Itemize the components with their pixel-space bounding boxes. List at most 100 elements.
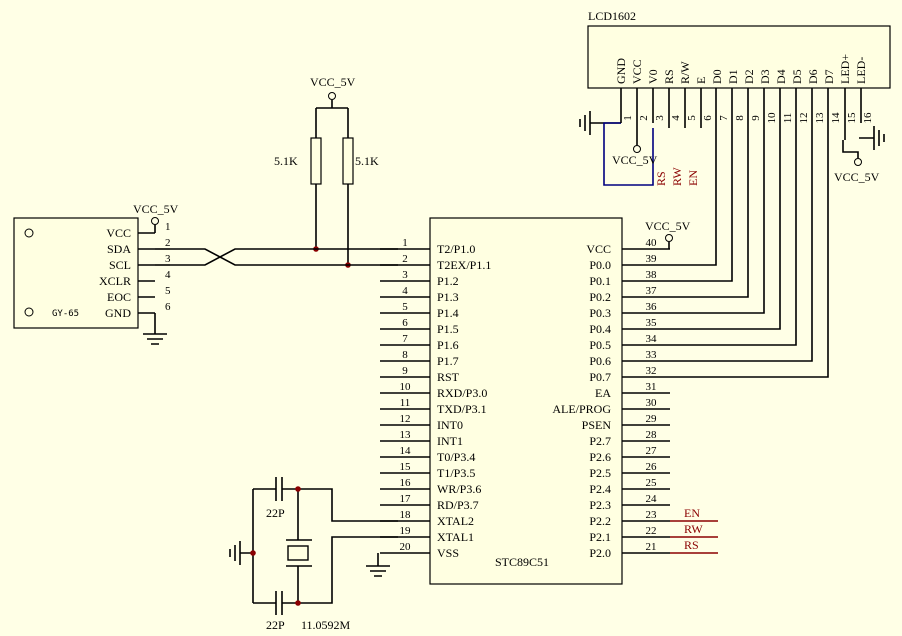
sensor-mount-hole-bottom: [24, 307, 34, 317]
lcd-pin-number: 4: [670, 115, 682, 121]
mcu-pin-number-left: 8: [402, 349, 408, 361]
sensor-pin-number: 2: [165, 237, 171, 249]
mcu-pin-label-left: WR/P3.6: [437, 482, 481, 496]
schematic-static: STC89C51 LCD1602 GY-65 VCC_5V 5.1K 5.1K …: [13, 9, 891, 632]
sensor-pin-label: VCC: [106, 226, 131, 240]
mcu-pin-label-left: XTAL2: [437, 514, 474, 528]
mcu-pin-number-left: 13: [400, 429, 412, 441]
mcu-pin-label-left: T2/P1.0: [437, 242, 475, 256]
wire-sda-cross: [170, 248, 398, 266]
capacitor-bottom: [253, 591, 298, 615]
mcu-pin-number-right: 30: [646, 397, 658, 409]
mcu-pin-number-left: 3: [402, 269, 408, 281]
mcu-pin-number-left: 5: [402, 301, 408, 313]
lcd-v0-tie: [603, 122, 654, 186]
mcu-pin-number-right: 37: [646, 285, 658, 297]
lcd-pin-label: VCC: [630, 59, 644, 84]
lcd-pin-number: 13: [814, 112, 826, 124]
ground-symbol-mcu: [366, 553, 390, 577]
bus-d7: [670, 88, 829, 378]
mcu-pin-label-right: P0.5: [589, 338, 611, 352]
mcu-pin-number-right: 36: [646, 301, 658, 313]
mcu-name: STC89C51: [495, 555, 549, 569]
sensor-pin-label: SCL: [109, 258, 131, 272]
mcu-pin-number-right: 40: [646, 237, 658, 249]
mcu-pin-number-right: 34: [646, 333, 658, 345]
mcu-pin-label-left: T2EX/P1.1: [437, 258, 491, 272]
lcd-pin-label: R/W: [678, 61, 692, 84]
wire-scl-cross: [170, 248, 398, 266]
mcu-pin-number-left: 2: [402, 253, 408, 265]
bus-d4: [670, 88, 781, 330]
lcd-pin-label: LED-: [854, 57, 868, 84]
mcu-pin-label-right: P0.3: [589, 306, 611, 320]
lcd-pin-number: 11: [782, 113, 794, 124]
lcd-pin-number: 14: [830, 112, 842, 124]
vcc-label-backlight: VCC_5V: [834, 170, 880, 184]
mcu-pin-number-right: 35: [646, 317, 658, 329]
mcu-pin-label-right: P0.7: [589, 370, 611, 384]
mcu-pin-number-left: 7: [402, 333, 408, 345]
port2-net-stubs: [670, 520, 718, 554]
mcu-pin-label-right: PSEN: [582, 418, 612, 432]
port2-net-label: RW: [684, 522, 703, 536]
lcd-pin-label: D5: [790, 69, 804, 84]
mcu-pin-label-left: P1.7: [437, 354, 459, 368]
lcd-pin-number: 8: [734, 115, 746, 121]
wire-xtal2: [298, 488, 398, 522]
mcu-pin-number-left: 20: [400, 541, 412, 553]
mcu-pin-label-left: INT0: [437, 418, 463, 432]
bus-d3: [670, 88, 765, 314]
capacitor-top: [253, 477, 298, 501]
mcu-pin-number-left: 4: [402, 285, 408, 297]
mcu-pin-label-left: P1.6: [437, 338, 459, 352]
mcu-pin-number-right: 29: [646, 413, 658, 425]
crystal-leads: [286, 489, 312, 603]
sensor-pin-label: SDA: [107, 242, 131, 256]
lcd-pin-label: D6: [806, 69, 820, 84]
vcc-terminal-pullup: [328, 92, 336, 100]
crystal-frequency: 11.0592M: [301, 618, 351, 632]
mcu-pin-label-left: P1.2: [437, 274, 459, 288]
mcu-pin-label-right: P2.7: [589, 434, 611, 448]
lcd-pin-label: D1: [726, 69, 740, 84]
mcu-pin-label-left: T1/P3.5: [437, 466, 475, 480]
mcu-pin-label-right: P0.6: [589, 354, 611, 368]
sensor-pin-label: GND: [105, 306, 131, 320]
lcd-pin-label: D4: [774, 69, 788, 84]
lcd-body: [587, 25, 891, 89]
mcu-pin-number-right: 28: [646, 429, 658, 441]
sensor-pin-number: 6: [165, 301, 171, 313]
mcu-pin-number-right: 38: [646, 269, 658, 281]
vcc-terminal-mcu: [665, 234, 673, 242]
sensor-pin-number: 3: [165, 253, 171, 265]
mcu-pin-number-right: 21: [646, 541, 657, 553]
mcu-pin-number-left: 10: [400, 381, 412, 393]
sensor-body: [13, 217, 139, 329]
sensor-pin-number: 1: [165, 221, 171, 233]
mcu-pin-label-right: P0.2: [589, 290, 611, 304]
mcu-pin-number-right: 25: [646, 477, 658, 489]
mcu-pin-label-right: VCC: [586, 242, 611, 256]
lcd-pin-number: 16: [862, 112, 874, 124]
mcu-pin-number-right: 24: [646, 493, 658, 505]
vcc-terminal-sensor: [151, 217, 159, 225]
sensor-model: GY-65: [52, 309, 79, 319]
pullup-wires: [315, 100, 349, 265]
vcc-label-lcd: VCC_5V: [612, 153, 658, 167]
mcu-pin-number-left: 1: [402, 237, 408, 249]
mcu-pin-label-left: RD/P3.7: [437, 498, 479, 512]
ground-symbol-backlight: [859, 126, 885, 150]
lcd-pin-number: 1: [622, 115, 634, 121]
mcu-pin-label-left: VSS: [437, 546, 459, 560]
mcu-pin-label-left: XTAL1: [437, 530, 474, 544]
lcd-name: LCD1602: [588, 9, 636, 23]
lcd-pin-number: 9: [750, 115, 762, 121]
mcu-pin-number-left: 11: [400, 397, 411, 409]
mcu-pin-label-right: P2.4: [589, 482, 611, 496]
mcu-pin-number-right: 32: [646, 365, 657, 377]
mcu-pin-label-left: P1.5: [437, 322, 459, 336]
lcd-pin-number: 10: [766, 112, 778, 124]
mcu-pin-label-right: P2.2: [589, 514, 611, 528]
